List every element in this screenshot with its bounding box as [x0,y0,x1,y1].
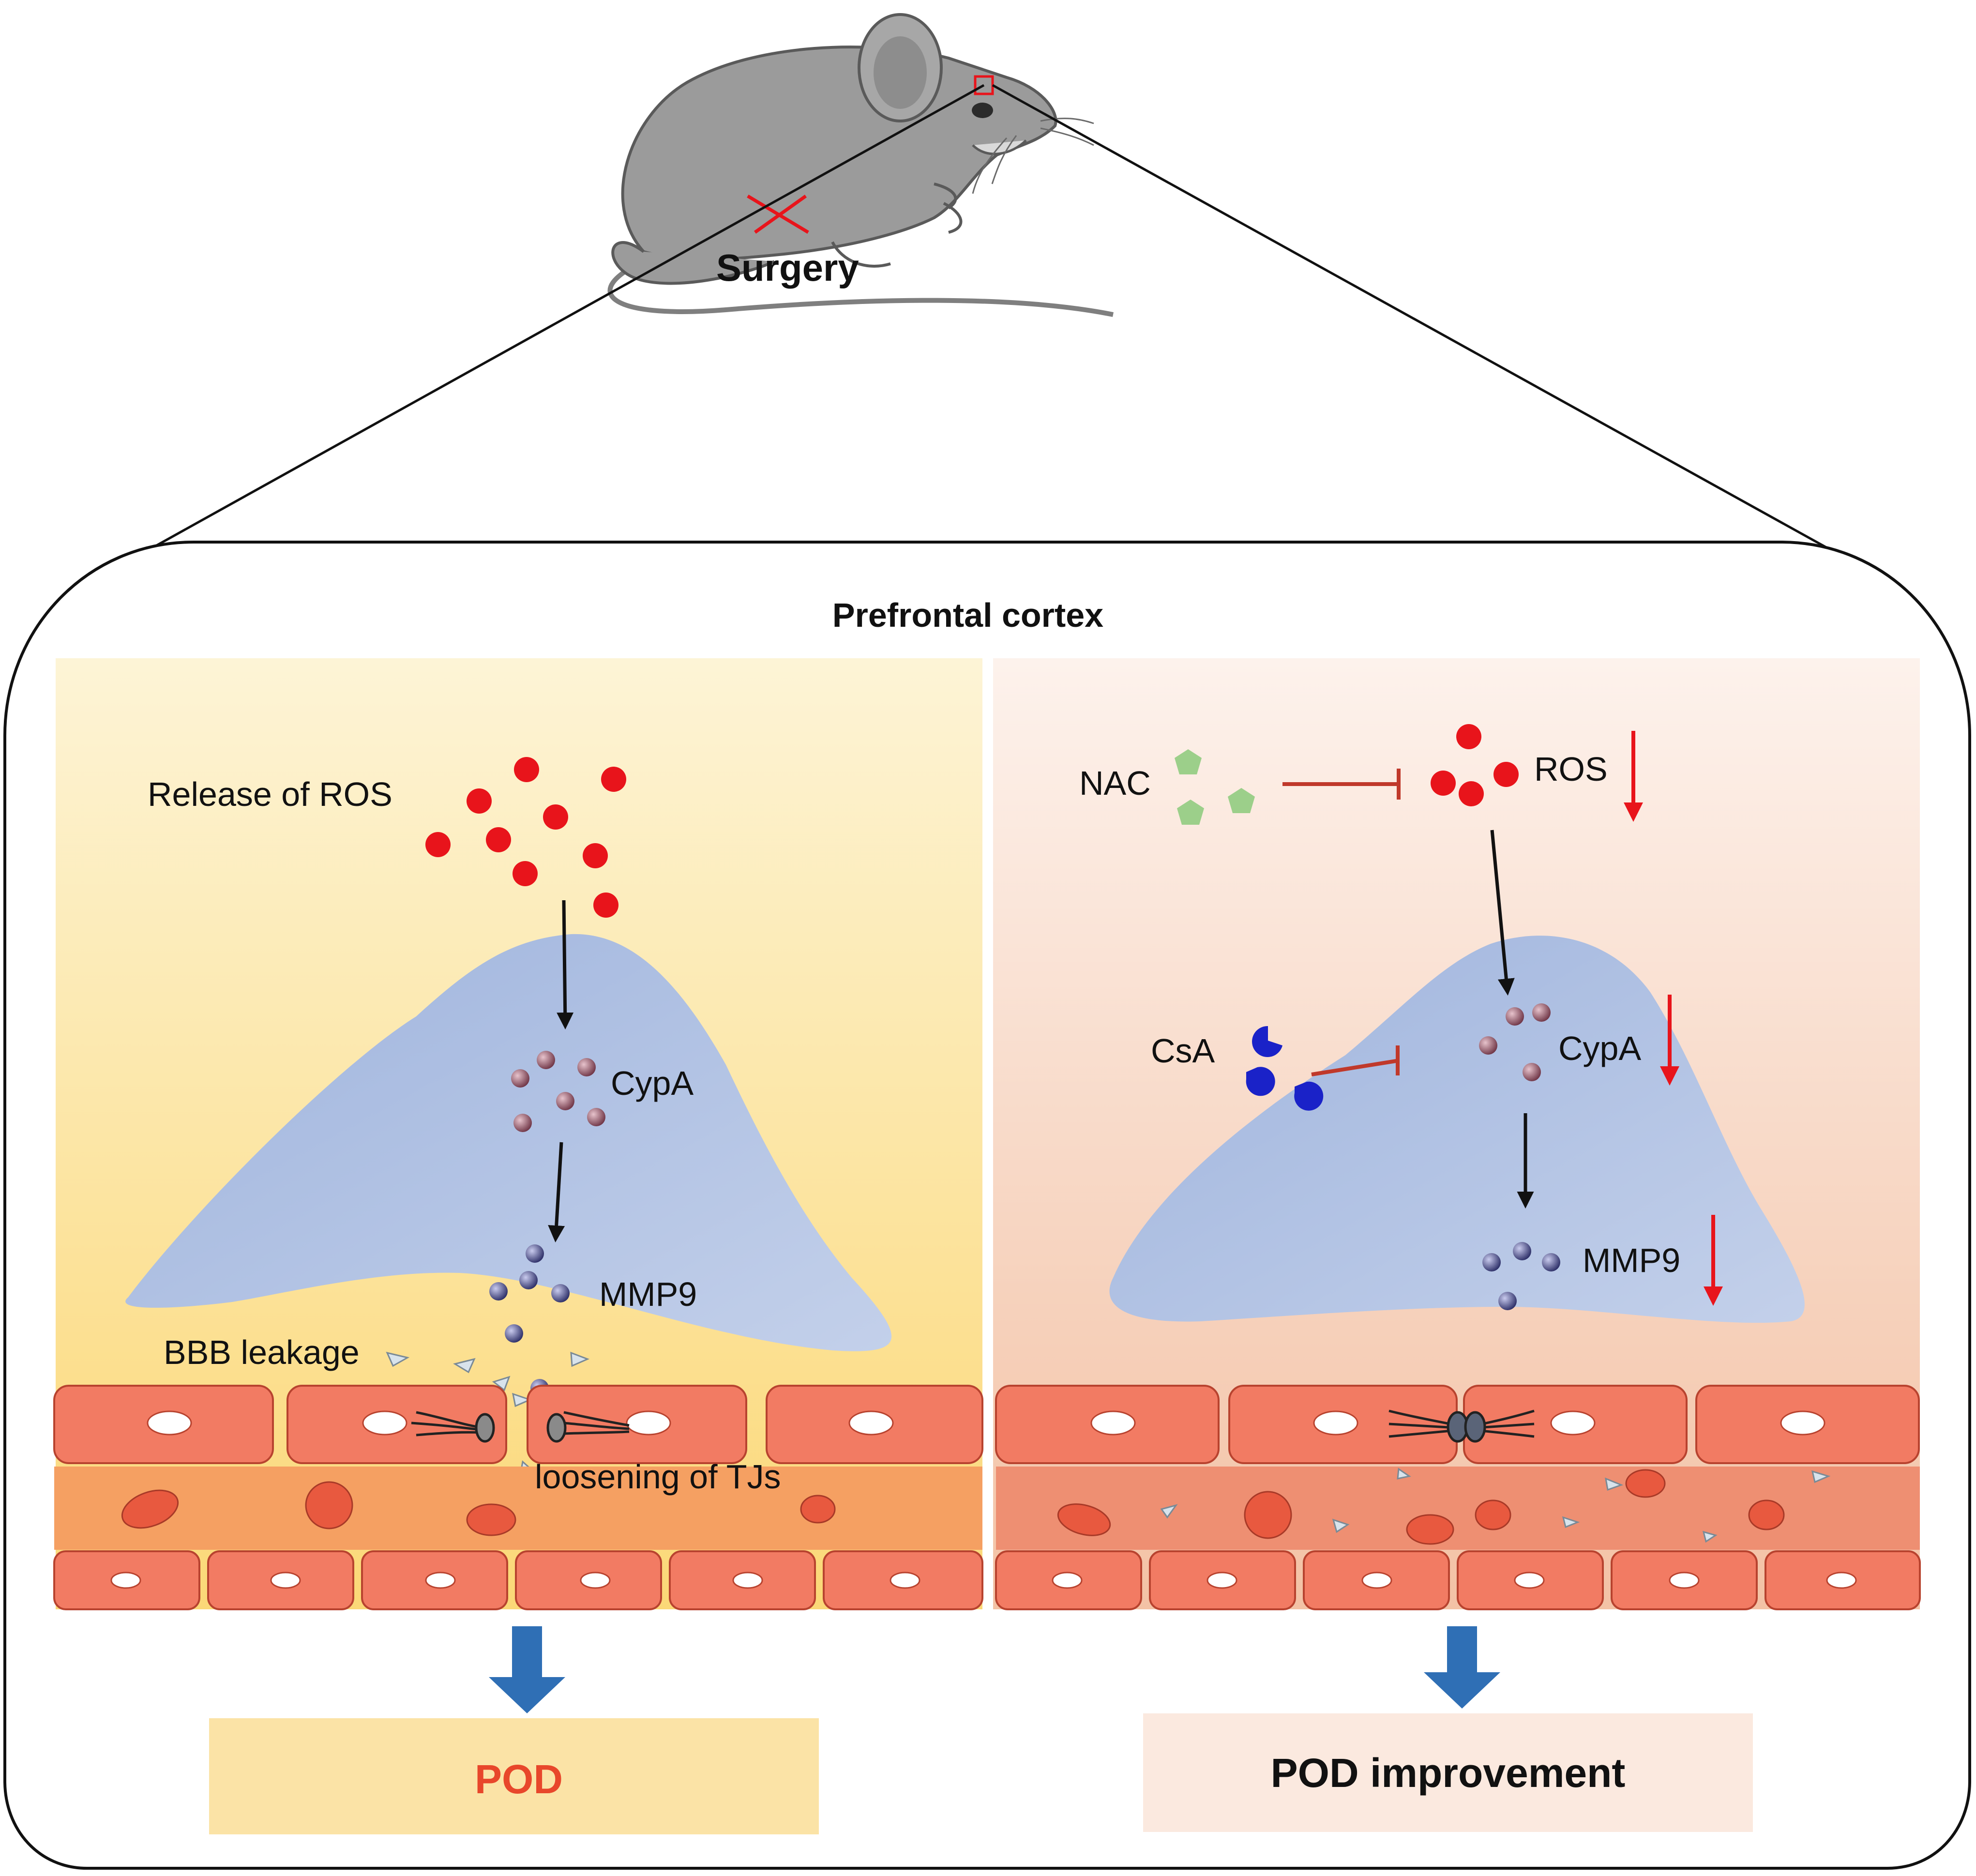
blood-cells-right [1057,1469,1785,1545]
inhibit-nac-ros [1282,769,1401,800]
cypa-particles-right [1479,1003,1551,1081]
mmp9-particle [1482,1253,1501,1271]
nac-molecules [1175,749,1255,825]
flow-arrow-left [489,1626,565,1713]
endothelial-nuclei-upper-left [147,1410,894,1436]
intact-tight-junction [1388,1409,1535,1443]
cypa-particle [556,1092,574,1110]
csa-molecule [1246,1067,1275,1096]
nac-molecule [1228,788,1255,813]
mmp9-particle [551,1284,570,1302]
arrow-ros-to-cypa [557,900,574,1029]
cypa-particle [1479,1036,1497,1055]
inhibit-csa-cypa [1311,1045,1400,1076]
zoom-line-right [992,84,1835,553]
mouse-forepaw [934,182,963,234]
left-panel: Release of ROS CypA [53,658,983,1610]
endothelial-nuclei-upper-right [1090,1410,1825,1436]
mmp9-particle [489,1282,508,1301]
ros-label-right: ROS [1534,750,1608,788]
loosened-tight-junction [411,1411,630,1443]
zoom-line-left [144,84,985,553]
cypa-particle [537,1051,555,1069]
bbb-leakage-label: BBB leakage [164,1333,360,1371]
cypa-label-left: CypA [611,1064,694,1102]
mmp9-particle [1513,1242,1531,1260]
nac-label: NAC [1079,764,1151,802]
cypa-particle [587,1108,605,1126]
ros-particle [583,843,608,868]
ros-particle [513,861,538,886]
ros-particle [1459,781,1484,806]
outcome-pod-label: POD [475,1756,563,1802]
cypa-particle [1532,1003,1551,1022]
cypa-particle [1523,1063,1541,1081]
ros-particle [543,804,568,830]
cypa-particles [511,1051,605,1132]
endothelial-layer-lower-right [995,1550,1921,1610]
csa-molecule [1252,1026,1282,1057]
prefrontal-cortex-title: Prefrontal cortex [832,596,1103,634]
ros-particle [1431,771,1456,796]
endothelial-nuclei-lower-right [1052,1572,1857,1589]
ros-particle [601,767,626,792]
cypa-particle [1506,1007,1524,1026]
endothelial-nuclei-lower-left [110,1572,920,1589]
outcome-box-right [1143,1713,1753,1832]
ros-particle [1456,724,1481,749]
csa-label: CsA [1151,1032,1215,1070]
mouse-ear-inner [874,36,927,109]
cypa-particle [511,1069,529,1088]
flow-arrow-right [1424,1626,1500,1709]
fragments-right [1160,1468,1831,1543]
ros-particle [467,788,492,814]
mmp9-particle [1498,1292,1517,1310]
surgery-label: Surgery [716,246,859,289]
mouse-eye [972,103,993,118]
mouse-hindpaw [831,241,891,268]
cypa-particle [577,1058,596,1076]
mmp9-particle [526,1244,544,1263]
ros-particle [593,893,618,918]
mmp9-particle [505,1324,523,1343]
outcome-pod-improvement-label: POD improvement [1271,1750,1626,1796]
right-panel: NAC ROS CsA [993,658,1921,1610]
vessel-lumen-left [54,1467,982,1550]
mmp9-label-right: MMP9 [1583,1241,1680,1279]
mmp9-particle [1542,1253,1560,1271]
csa-molecules [1246,1026,1324,1111]
loosening-tjs-label: loosening of TJs [535,1458,781,1496]
nac-molecule [1177,800,1204,825]
arrow-cypa-to-mmp9 [548,1142,565,1242]
mouse-illustration: Surgery [607,13,1114,317]
ros-particle [1493,762,1519,787]
cypa-particle [513,1114,532,1132]
ros-particle [425,832,451,857]
outcome-box-left [209,1718,819,1834]
astrocyte-cell-right [1109,936,1805,1323]
endothelial-layer-lower-left [53,1550,983,1610]
csa-molecule [1294,1081,1324,1111]
ros-particle [514,757,539,782]
arrow-ros-to-cypa-right [1490,830,1515,996]
ros-particle [486,827,511,852]
nac-molecule [1175,749,1202,774]
ros-particles-right [1431,724,1519,806]
mmp9-particle [519,1271,538,1289]
mmp9-particles-right [1482,1242,1560,1310]
mouse-whiskers [972,118,1094,194]
ros-particles [425,757,626,918]
astrocyte-cell-left [125,934,892,1351]
cypa-label-right: CypA [1558,1029,1641,1067]
blood-cells-left [121,1481,836,1536]
mmp9-label-left: MMP9 [599,1275,697,1313]
release-ros-label: Release of ROS [148,775,392,813]
mouse-tail-loop [611,241,775,285]
surgery-incision-mark [747,194,809,234]
